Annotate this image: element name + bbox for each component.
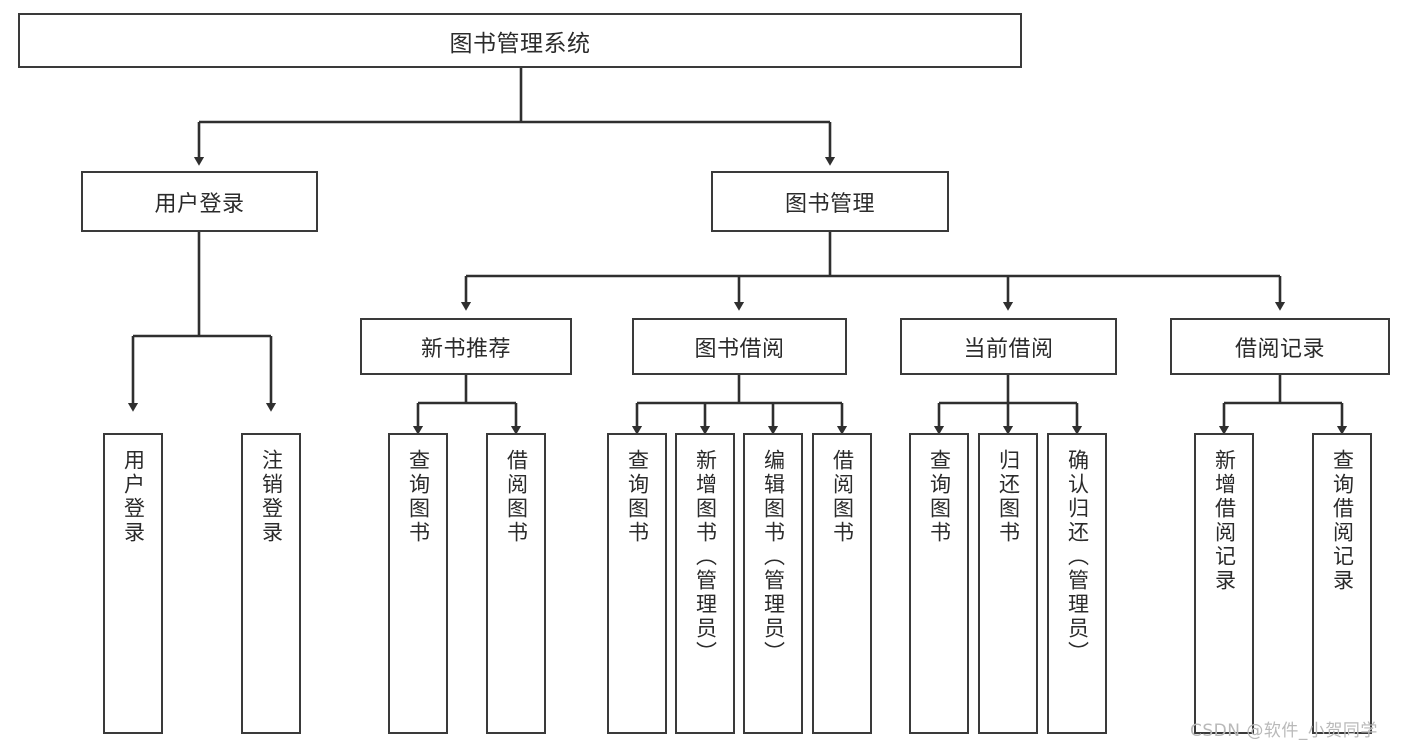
leaf-user-login[interactable]: 用户登录 [103, 433, 163, 734]
node-label: 当前借阅 [963, 336, 1054, 362]
node-label: 查询图书 [406, 449, 431, 545]
node-label: 用户登录 [121, 449, 146, 545]
node-current-borrow[interactable]: 当前借阅 [900, 318, 1117, 375]
leaf-query-borrow-record[interactable]: 查询借阅记录 [1312, 433, 1372, 734]
leaf-return-book[interactable]: 归还图书 [978, 433, 1038, 734]
node-book-borrow[interactable]: 图书借阅 [632, 318, 847, 375]
node-label: 新书推荐 [420, 336, 511, 362]
node-label: 借阅记录 [1234, 336, 1325, 362]
node-label: 编辑图书（管理员） [761, 449, 786, 665]
leaf-confirm-return-admin[interactable]: 确认归还（管理员） [1047, 433, 1107, 734]
leaf-add-book-admin[interactable]: 新增图书（管理员） [675, 433, 735, 734]
node-label: 图书管理 [784, 191, 875, 217]
node-label: 注销登录 [259, 449, 284, 545]
node-borrow-record[interactable]: 借阅记录 [1170, 318, 1390, 375]
node-label: 用户登录 [154, 191, 245, 217]
node-new-book-recommend[interactable]: 新书推荐 [360, 318, 572, 375]
leaf-query-book-current[interactable]: 查询图书 [909, 433, 969, 734]
node-label: 查询图书 [625, 449, 650, 545]
leaf-add-borrow-record[interactable]: 新增借阅记录 [1194, 433, 1254, 734]
node-label: 图书借阅 [694, 336, 785, 362]
node-label: 借阅图书 [830, 449, 855, 545]
leaf-edit-book-admin[interactable]: 编辑图书（管理员） [743, 433, 803, 734]
node-label: 新增图书（管理员） [693, 449, 718, 665]
node-book-management[interactable]: 图书管理 [711, 171, 949, 232]
node-label: 确认归还（管理员） [1065, 449, 1090, 665]
node-label: 查询图书 [927, 449, 952, 545]
node-label: 借阅图书 [504, 449, 529, 545]
node-root-system[interactable]: 图书管理系统 [18, 13, 1022, 68]
node-user-login[interactable]: 用户登录 [81, 171, 318, 232]
leaf-borrow-book[interactable]: 借阅图书 [812, 433, 872, 734]
leaf-query-book-recommend[interactable]: 查询图书 [388, 433, 448, 734]
node-label: 查询借阅记录 [1330, 449, 1355, 593]
node-label: 图书管理系统 [449, 30, 591, 57]
leaf-borrow-book-recommend[interactable]: 借阅图书 [486, 433, 546, 734]
node-label: 归还图书 [996, 449, 1021, 545]
leaf-query-book-borrow[interactable]: 查询图书 [607, 433, 667, 734]
node-label: 新增借阅记录 [1212, 449, 1237, 593]
leaf-logout[interactable]: 注销登录 [241, 433, 301, 734]
watermark-text: CSDN @软件_小贺同学 [1190, 721, 1378, 741]
